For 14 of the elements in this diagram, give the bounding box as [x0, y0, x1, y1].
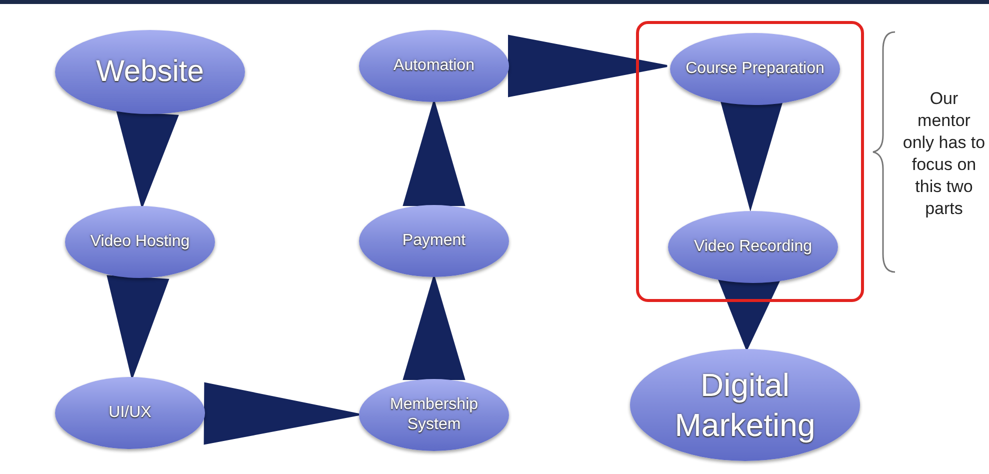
node-label: Digital Marketing	[674, 366, 816, 445]
arrow	[508, 34, 668, 98]
node-label: Payment	[401, 231, 467, 251]
node-label: Automation	[392, 56, 476, 76]
node-label: Membership System	[388, 395, 480, 435]
node-label: Video Hosting	[89, 232, 191, 252]
node-label: Website	[95, 54, 205, 90]
arrow	[204, 382, 360, 445]
node-label: UI/UX	[108, 403, 152, 423]
node-label: Video Recording	[692, 237, 813, 257]
note-text: Our mentor only has to focus on this two parts	[902, 88, 986, 220]
node-label: Course Preparation	[684, 59, 826, 79]
highlight-frame	[636, 21, 864, 302]
arrow	[720, 100, 783, 212]
